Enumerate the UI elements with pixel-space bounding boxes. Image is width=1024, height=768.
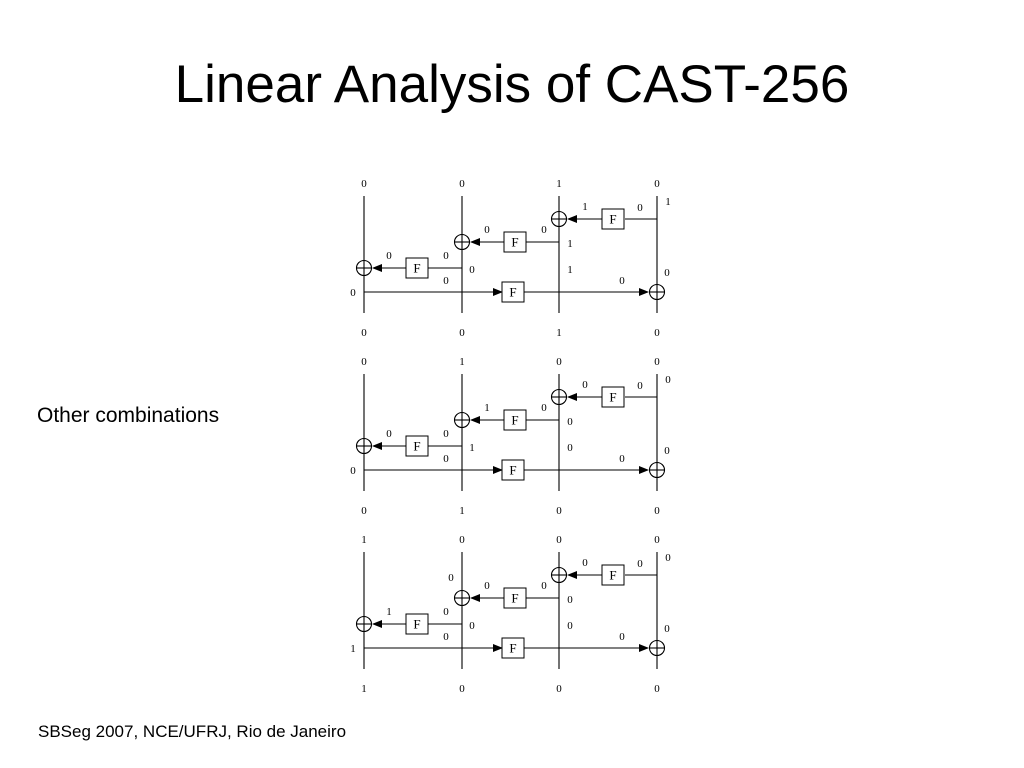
r1-side-mask: 0 bbox=[567, 594, 573, 606]
r3-input-mask: 0 bbox=[443, 428, 449, 440]
bottom-mask-3: 1 bbox=[556, 327, 562, 339]
f-box-round3-label: F bbox=[413, 261, 420, 276]
r3-input-mask: 0 bbox=[443, 606, 449, 618]
top-mask-2: 1 bbox=[459, 356, 465, 368]
r1-xor-mask: 0 bbox=[582, 557, 588, 569]
top-mask-1: 1 bbox=[361, 534, 367, 546]
f-box-round2-label: F bbox=[511, 235, 518, 250]
r4-left-mask: 0 bbox=[350, 287, 356, 299]
f-box-round1-label: F bbox=[609, 390, 616, 405]
top-mask-2: 0 bbox=[459, 178, 465, 190]
r4-input-mask: 0 bbox=[443, 453, 449, 465]
bottom-mask-4: 0 bbox=[654, 327, 660, 339]
f-box-round4-label: F bbox=[509, 641, 516, 656]
f-box-round4-label: F bbox=[509, 463, 516, 478]
r1-xor-mask: 1 bbox=[582, 201, 588, 213]
r2-xor-mask: 0 bbox=[484, 224, 490, 236]
other-combinations-label: Other combinations bbox=[37, 404, 220, 427]
top-mask-4: 0 bbox=[654, 178, 660, 190]
r2-xor-mask: 0 bbox=[484, 580, 490, 592]
top-mask-2: 0 bbox=[459, 534, 465, 546]
bottom-mask-1: 0 bbox=[361, 327, 367, 339]
r4-input-mask: 0 bbox=[443, 275, 449, 287]
bottom-mask-2: 0 bbox=[459, 683, 465, 695]
top-mask-3: 0 bbox=[556, 534, 562, 546]
r1-branch4-mask: 0 bbox=[665, 552, 671, 564]
r4-output-mask: 0 bbox=[664, 267, 670, 279]
top-mask-3: 1 bbox=[556, 178, 562, 190]
top-mask-4: 0 bbox=[654, 356, 660, 368]
r1-input-mask: 0 bbox=[637, 558, 643, 570]
r3-input-mask: 0 bbox=[443, 250, 449, 262]
r4-right-input-mask: 0 bbox=[619, 275, 625, 287]
r2-side-mask: 0 bbox=[567, 620, 573, 632]
r2-above-xor-mask: 0 bbox=[448, 572, 454, 584]
r1-side-mask: 0 bbox=[567, 416, 573, 428]
footer-text: SBSeg 2007, NCE/UFRJ, Rio de Janeiro bbox=[38, 722, 347, 741]
r2-side-mask: 0 bbox=[567, 442, 573, 454]
r2-xor-mask: 1 bbox=[484, 402, 490, 414]
r3-xor-mask: 1 bbox=[386, 606, 392, 618]
r1-input-mask: 0 bbox=[637, 380, 643, 392]
r3-side-mask: 0 bbox=[469, 264, 475, 276]
r4-right-input-mask: 0 bbox=[619, 631, 625, 643]
r1-xor-mask: 0 bbox=[582, 379, 588, 391]
f-box-round2-label: F bbox=[511, 591, 518, 606]
r1-side-mask: 1 bbox=[567, 238, 573, 250]
f-box-round3-label: F bbox=[413, 617, 420, 632]
top-mask-1: 0 bbox=[361, 356, 367, 368]
r4-left-mask: 1 bbox=[350, 643, 356, 655]
bottom-mask-2: 0 bbox=[459, 327, 465, 339]
bottom-mask-3: 0 bbox=[556, 683, 562, 695]
bottom-mask-2: 1 bbox=[459, 505, 465, 517]
r1-input-mask: 0 bbox=[637, 202, 643, 214]
r1-branch4-mask: 0 bbox=[665, 374, 671, 386]
f-box-round3-label: F bbox=[413, 439, 420, 454]
r4-left-mask: 0 bbox=[350, 465, 356, 477]
r2-input-mask: 0 bbox=[541, 580, 547, 592]
r4-right-input-mask: 0 bbox=[619, 453, 625, 465]
top-mask-4: 0 bbox=[654, 534, 660, 546]
r2-input-mask: 0 bbox=[541, 224, 547, 236]
r4-input-mask: 0 bbox=[443, 631, 449, 643]
r4-output-mask: 0 bbox=[664, 445, 670, 457]
f-box-round2-label: F bbox=[511, 413, 518, 428]
f-box-round1-label: F bbox=[609, 212, 616, 227]
r3-side-mask: 1 bbox=[469, 442, 475, 454]
r1-branch4-mask: 1 bbox=[665, 196, 671, 208]
r3-side-mask: 0 bbox=[469, 620, 475, 632]
r3-xor-mask: 0 bbox=[386, 250, 392, 262]
bottom-mask-4: 0 bbox=[654, 683, 660, 695]
bottom-mask-1: 0 bbox=[361, 505, 367, 517]
f-box-round4-label: F bbox=[509, 285, 516, 300]
f-box-round1-label: F bbox=[609, 568, 616, 583]
r4-output-mask: 0 bbox=[664, 623, 670, 635]
top-mask-1: 0 bbox=[361, 178, 367, 190]
r3-xor-mask: 0 bbox=[386, 428, 392, 440]
bottom-mask-4: 0 bbox=[654, 505, 660, 517]
r2-input-mask: 0 bbox=[541, 402, 547, 414]
r2-side-mask: 1 bbox=[567, 264, 573, 276]
bottom-mask-1: 1 bbox=[361, 683, 367, 695]
slide-title: Linear Analysis of CAST-256 bbox=[174, 55, 850, 114]
top-mask-3: 0 bbox=[556, 356, 562, 368]
bottom-mask-3: 0 bbox=[556, 505, 562, 517]
